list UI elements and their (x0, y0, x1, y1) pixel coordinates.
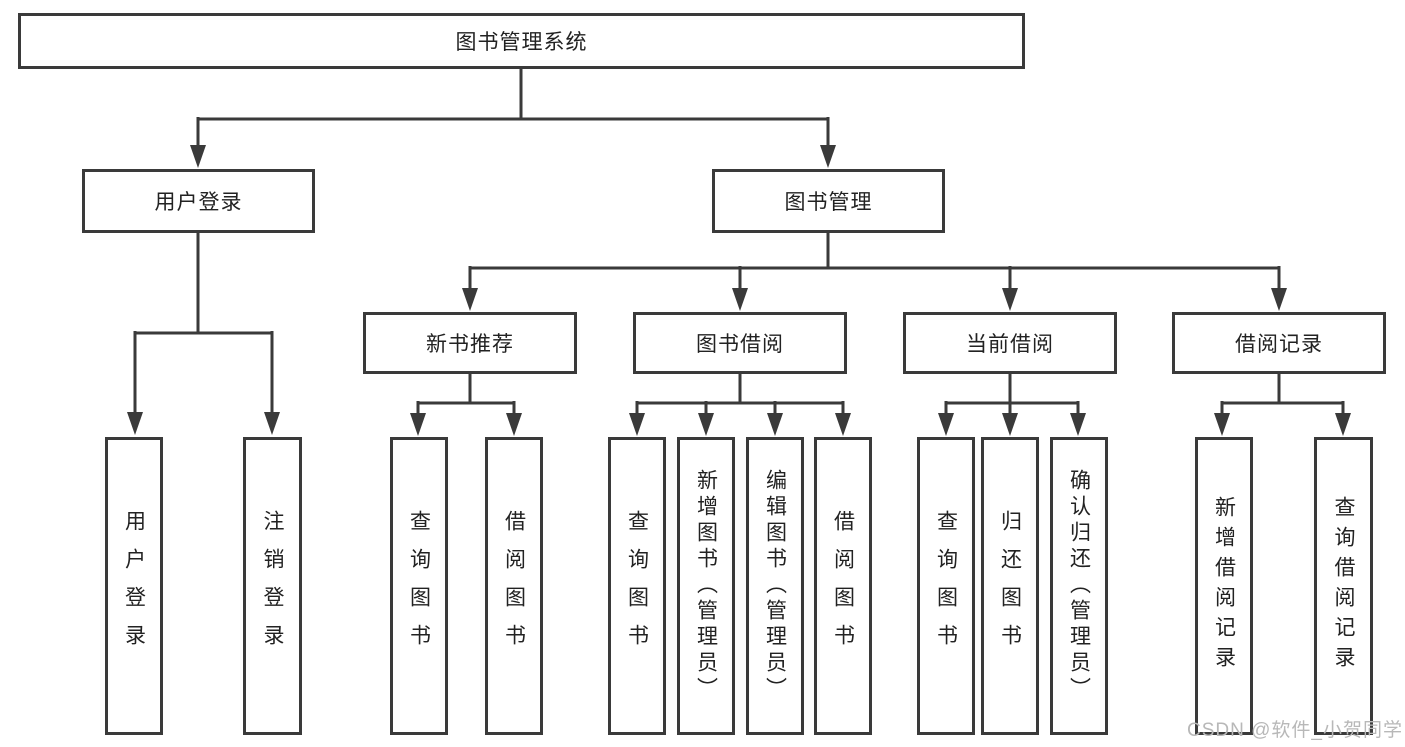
node-user-login-label: 用户登录 (154, 191, 243, 214)
node-borrowing-records: 借阅记录 (1172, 312, 1386, 374)
node-borrowing-records-label: 借阅记录 (1235, 333, 1323, 356)
leaf-confirm-return-admin: 确认归还（管理员） (1050, 437, 1108, 735)
leaf-newbook-borrow-books-label: 借阅图书 (502, 510, 526, 662)
leaf-confirm-return-admin-label: 确认归还（管理员） (1067, 469, 1091, 703)
node-root-label: 图书管理系统 (455, 31, 588, 54)
arrowheads (127, 145, 1351, 436)
csdn-watermark: CSDN @软件_小贺同学 (1187, 720, 1403, 741)
node-root: 图书管理系统 (18, 13, 1025, 69)
node-book-management: 图书管理 (712, 169, 945, 233)
leaf-borrow-search-books: 查询图书 (608, 437, 666, 735)
leaf-add-borrow-record-label: 新增借阅记录 (1212, 496, 1236, 676)
node-book-management-label: 图书管理 (784, 191, 873, 214)
leaf-add-books-admin-label: 新增图书（管理员） (694, 469, 718, 703)
leaf-return-books: 归还图书 (981, 437, 1039, 735)
node-new-book-recommendation-label: 新书推荐 (426, 333, 514, 356)
leaf-current-search-books: 查询图书 (917, 437, 975, 735)
node-user-login: 用户登录 (82, 169, 315, 233)
leaf-current-search-books-label: 查询图书 (934, 510, 958, 662)
leaf-edit-books-admin: 编辑图书（管理员） (746, 437, 804, 735)
leaf-borrow-books: 借阅图书 (814, 437, 872, 735)
node-book-borrowing-label: 图书借阅 (696, 333, 784, 356)
leaf-logout-label: 注销登录 (261, 510, 284, 662)
leaf-return-books-label: 归还图书 (998, 510, 1022, 662)
leaf-logout: 注销登录 (243, 437, 302, 735)
leaf-add-books-admin: 新增图书（管理员） (677, 437, 735, 735)
leaf-add-borrow-record: 新增借阅记录 (1195, 437, 1253, 735)
node-book-borrowing: 图书借阅 (633, 312, 847, 374)
leaf-user-login-label: 用户登录 (122, 510, 146, 662)
leaf-borrow-books-label: 借阅图书 (831, 510, 855, 662)
leaf-borrow-search-books-label: 查询图书 (625, 510, 649, 662)
leaf-search-borrow-record: 查询借阅记录 (1314, 437, 1373, 735)
node-current-borrowing: 当前借阅 (903, 312, 1117, 374)
leaf-user-login: 用户登录 (105, 437, 163, 735)
leaf-newbook-borrow-books: 借阅图书 (485, 437, 543, 735)
node-current-borrowing-label: 当前借阅 (966, 333, 1054, 356)
leaf-edit-books-admin-label: 编辑图书（管理员） (763, 469, 787, 703)
leaf-newbook-search-books-label: 查询图书 (407, 510, 431, 662)
leaf-search-borrow-record-label: 查询借阅记录 (1332, 496, 1355, 676)
node-new-book-recommendation: 新书推荐 (363, 312, 577, 374)
leaf-newbook-search-books: 查询图书 (390, 437, 448, 735)
